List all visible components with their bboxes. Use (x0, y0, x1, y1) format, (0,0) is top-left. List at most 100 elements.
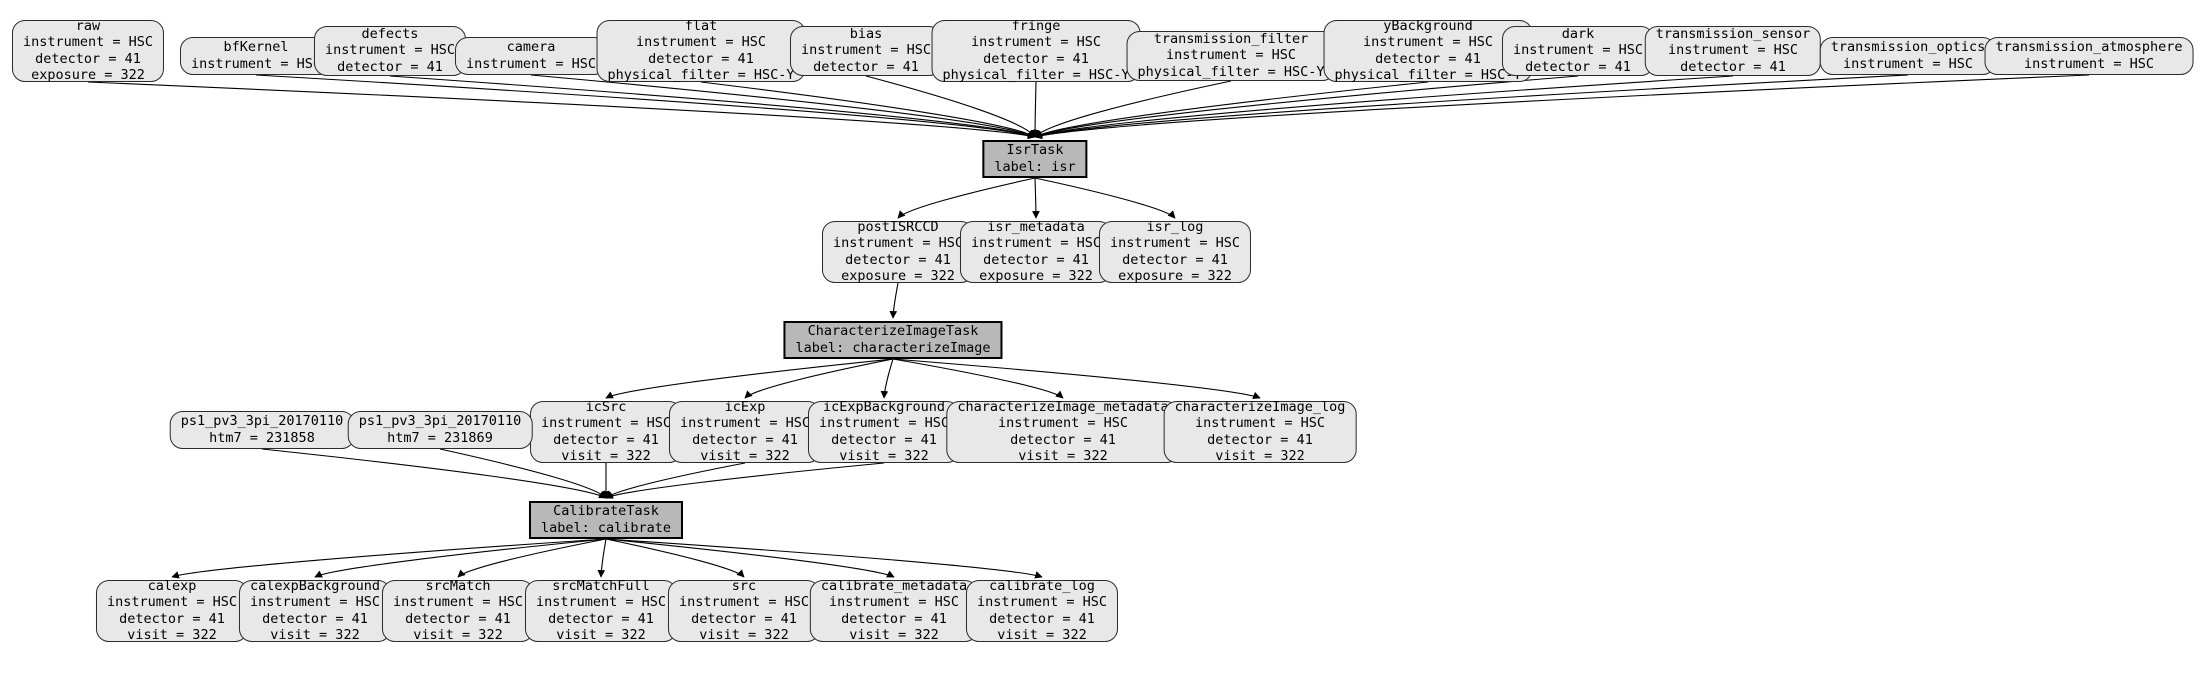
node-attr: instrument = HSC (392, 594, 524, 611)
node-title: characterizeImage_log (1174, 398, 1346, 415)
edge-transmission_sensor-to-IsrTask (1034, 75, 1734, 139)
node-title: dark (1561, 25, 1595, 42)
edge-postISRCCD-to-CharacterizeImageTask (889, 282, 899, 319)
node-title: IsrTask (1006, 142, 1064, 159)
node-title: transmission_optics (1830, 39, 1986, 56)
node-attr: detector = 41 (841, 610, 947, 627)
edge-transmission_optics-to-IsrTask (1034, 74, 1909, 139)
edge-CharacterizeImageTask-to-characterizeImage_metadata (892, 358, 1064, 399)
node-attr: htm7 = 231858 (209, 429, 315, 446)
node-title: calexp (147, 577, 197, 594)
node-attr: instrument = HSC (976, 594, 1108, 611)
node-attr: detector = 41 (35, 50, 141, 67)
edge-IsrTask-to-isr_log (1034, 177, 1176, 219)
node-title: transmission_filter (1153, 30, 1309, 47)
node-attr: visit = 322 (413, 626, 503, 643)
node-attr: instrument = HSC (678, 594, 810, 611)
node-attr: detector = 41 (548, 610, 654, 627)
edge-yBackground-to-IsrTask (1034, 81, 1429, 138)
node-attr: detector = 41 (1207, 431, 1313, 448)
node-attr: instrument = HSC (970, 235, 1102, 252)
node-title: isr_metadata (987, 218, 1085, 235)
edge-CalibrateTask-to-calibrate_log (605, 538, 1043, 579)
node-title: ps1_pv3_3pi_20170110 (358, 413, 522, 430)
node-attr: instrument = HSC (1362, 34, 1494, 51)
node-attr: instrument = HSC (818, 415, 950, 432)
edge-IsrTask-to-isr_metadata (1032, 177, 1040, 219)
node-attr: instrument = HSC (635, 34, 767, 51)
node-attr: detector = 41 (1122, 251, 1228, 268)
edge-bias-to-IsrTask (865, 75, 1036, 138)
node-attr: instrument = HSC (190, 55, 322, 72)
edge-CharacterizeImageTask-to-characterizeImage_log (892, 358, 1261, 400)
node-title: flat (684, 17, 718, 34)
node-attr: label: characterizeImage (795, 339, 991, 356)
node-attr: instrument = HSC (540, 415, 672, 432)
node-attr: instrument = HSC (832, 235, 964, 252)
node-title: calexpBackground (249, 577, 381, 594)
node-title: calibrate_metadata (820, 577, 968, 594)
node-attr: physical_filter = HSC-Y (1334, 66, 1522, 83)
node-attr: visit = 322 (270, 626, 360, 643)
node-title: srcMatch (425, 577, 491, 594)
node-attr: instrument = HSC (324, 42, 456, 59)
node-attr: instrument = HSC (800, 42, 932, 59)
node-title: calibrate_log (989, 577, 1095, 594)
node-title: srcMatchFull (552, 577, 650, 594)
node-attr: visit = 322 (1215, 447, 1305, 464)
node-attr: visit = 322 (1018, 447, 1108, 464)
node-title: transmission_sensor (1655, 25, 1811, 42)
edge-CalibrateTask-to-srcMatchFull (597, 538, 607, 578)
node-title: ps1_pv3_3pi_20170110 (180, 413, 344, 430)
node-attr: detector = 41 (1525, 58, 1631, 75)
edge-CalibrateTask-to-calexpBackground (314, 538, 607, 578)
node-attr: detector = 41 (262, 610, 368, 627)
node-attr: instrument = HSC (1512, 42, 1644, 59)
node-attr: visit = 322 (997, 626, 1087, 643)
node-attr: instrument = HSC (106, 594, 238, 611)
edge-flat-to-IsrTask (700, 81, 1036, 138)
node-attr: detector = 41 (691, 610, 797, 627)
node-attr: detector = 41 (813, 58, 919, 75)
node-attr: detector = 41 (119, 610, 225, 627)
edge-raw-to-IsrTask (87, 81, 1036, 140)
node-attr: exposure = 322 (841, 267, 955, 284)
edge-CharacterizeImageTask-to-icExpBackground (880, 358, 894, 399)
node-title: postISRCCD (857, 218, 939, 235)
node-title: fringe (1011, 17, 1061, 34)
node-attr: physical_filter = HSC-Y (607, 66, 795, 83)
